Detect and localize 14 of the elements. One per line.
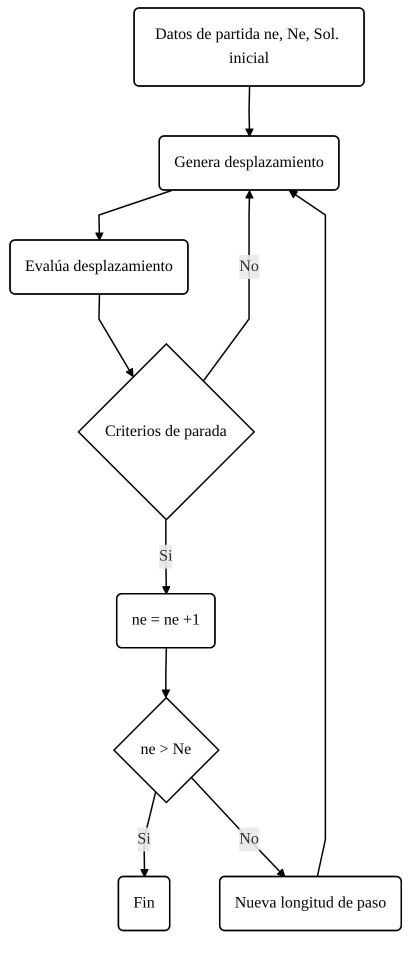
arrow [202, 190, 254, 382]
arrow [98, 294, 134, 378]
node-diamond: Criterios de parada [77, 342, 256, 521]
edge-label: Si [159, 548, 172, 565]
arrow [244, 86, 254, 137]
edge-label: No [239, 258, 259, 275]
arrow [140, 792, 156, 878]
arrow [94, 190, 172, 241]
arrow [288, 190, 326, 878]
arrow [161, 648, 170, 698]
edge-label: Si [137, 830, 151, 848]
node-diamond: ne > Ne [112, 696, 220, 804]
arrow [190, 776, 286, 878]
edge-label: No [239, 830, 259, 848]
